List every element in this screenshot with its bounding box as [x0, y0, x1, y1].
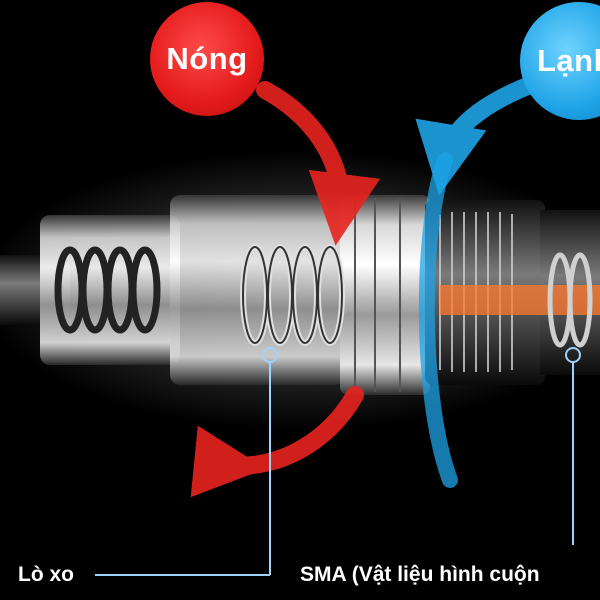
spring-label: Lò xo [18, 563, 74, 586]
sma-label: SMA (Vật liệu hình cuộn [300, 563, 540, 586]
hot-badge: Nóng [150, 2, 264, 116]
spring-main-shadow [242, 246, 343, 344]
callout-spring [95, 347, 278, 576]
callout-sma [565, 347, 581, 545]
sma-coil-glow [440, 285, 600, 315]
spring-left-coils [54, 246, 161, 334]
cylinder-collar [340, 195, 430, 395]
cold-flow-ring [418, 152, 458, 488]
hot-flow-arrow-top [256, 81, 381, 246]
hot-flow-arrow-bottom [190, 386, 364, 498]
cold-flow-arrow-top [415, 76, 539, 196]
sma-coil [547, 252, 593, 348]
